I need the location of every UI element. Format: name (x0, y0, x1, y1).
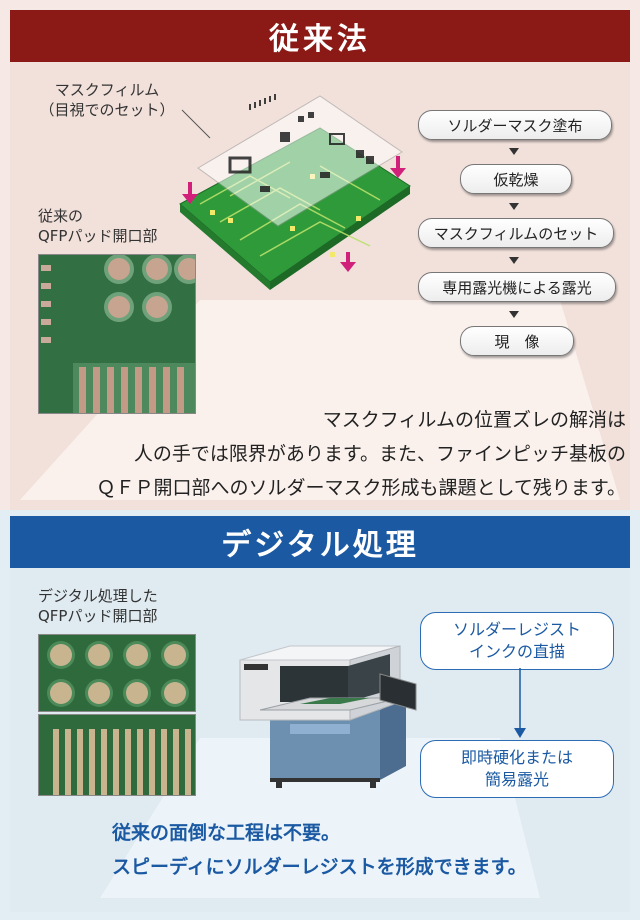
conventional-qfp-label-line2: QFPパッド開口部 (38, 227, 158, 245)
alignment-arrows (182, 156, 406, 272)
bubble-connector-arrow (514, 668, 526, 738)
conventional-qfp-photo (38, 254, 196, 414)
pcb-mask-film-illustration (179, 94, 411, 290)
step-arrow-2 (509, 203, 519, 210)
step-exposure: 専用露光機による露光 (418, 272, 616, 302)
step-mask-film-set: マスクフィルムのセット (418, 218, 614, 248)
mask-film (197, 95, 403, 227)
bubble-curing: 即時硬化または 簡易露光 (420, 740, 614, 798)
bubble-direct-drawing: ソルダーレジスト インクの直描 (420, 612, 614, 670)
conventional-desc-line1: マスクフィルムの位置ズレの解消は (322, 409, 626, 431)
mask-film-label-line2: （目視でのセット） (39, 101, 175, 119)
conventional-description: マスクフィルムの位置ズレの解消は 人の手では限界があります。また、ファインピッチ… (60, 403, 626, 505)
digital-qfp-label: デジタル処理した QFPパッド開口部 (38, 586, 158, 626)
digital-qfp-photo-pads (38, 634, 196, 712)
mask-film-label: マスクフィルム （目視でのセット） (32, 80, 182, 120)
conventional-title: 従来法 (10, 10, 630, 62)
conventional-desc-line2: 人の手では限界があります。また、ファインピッチ基板の (133, 443, 626, 465)
digital-qfp-label-line1: デジタル処理した (38, 587, 158, 605)
conventional-desc-line3: ＱＦＰ開口部へのソルダーマスク形成も課題として残ります。 (96, 477, 626, 499)
step-development: 現 像 (460, 326, 574, 356)
digital-desc-line1: 従来の面倒な工程は不要。 (112, 822, 341, 844)
digital-description: 従来の面倒な工程は不要。 スピーディにソルダーレジストを形成できます。 (112, 816, 592, 884)
bubble-direct-drawing-line2: インクの直描 (468, 642, 565, 661)
bubble-curing-line2: 簡易露光 (484, 770, 549, 789)
digital-desc-line2: スピーディにソルダーレジストを形成できます。 (112, 856, 527, 878)
step-arrow-1 (509, 148, 519, 155)
bubble-direct-drawing-line1: ソルダーレジスト (452, 620, 581, 639)
digital-qfp-label-line2: QFPパッド開口部 (38, 607, 158, 625)
mask-film-label-line1: マスクフィルム (54, 81, 160, 99)
digital-title: デジタル処理 (10, 516, 630, 568)
inkjet-printer-machine (239, 645, 417, 788)
digital-qfp-photo-fine-pitch (38, 714, 196, 796)
step-solder-mask-coating: ソルダーマスク塗布 (418, 110, 612, 140)
conventional-qfp-label-line1: 従来の (38, 207, 84, 225)
conventional-qfp-label: 従来の QFPパッド開口部 (38, 206, 157, 246)
step-pre-drying: 仮乾燥 (460, 164, 572, 194)
step-arrow-3 (509, 257, 519, 264)
step-arrow-4 (509, 311, 519, 318)
bubble-curing-line1: 即時硬化または (460, 748, 573, 767)
